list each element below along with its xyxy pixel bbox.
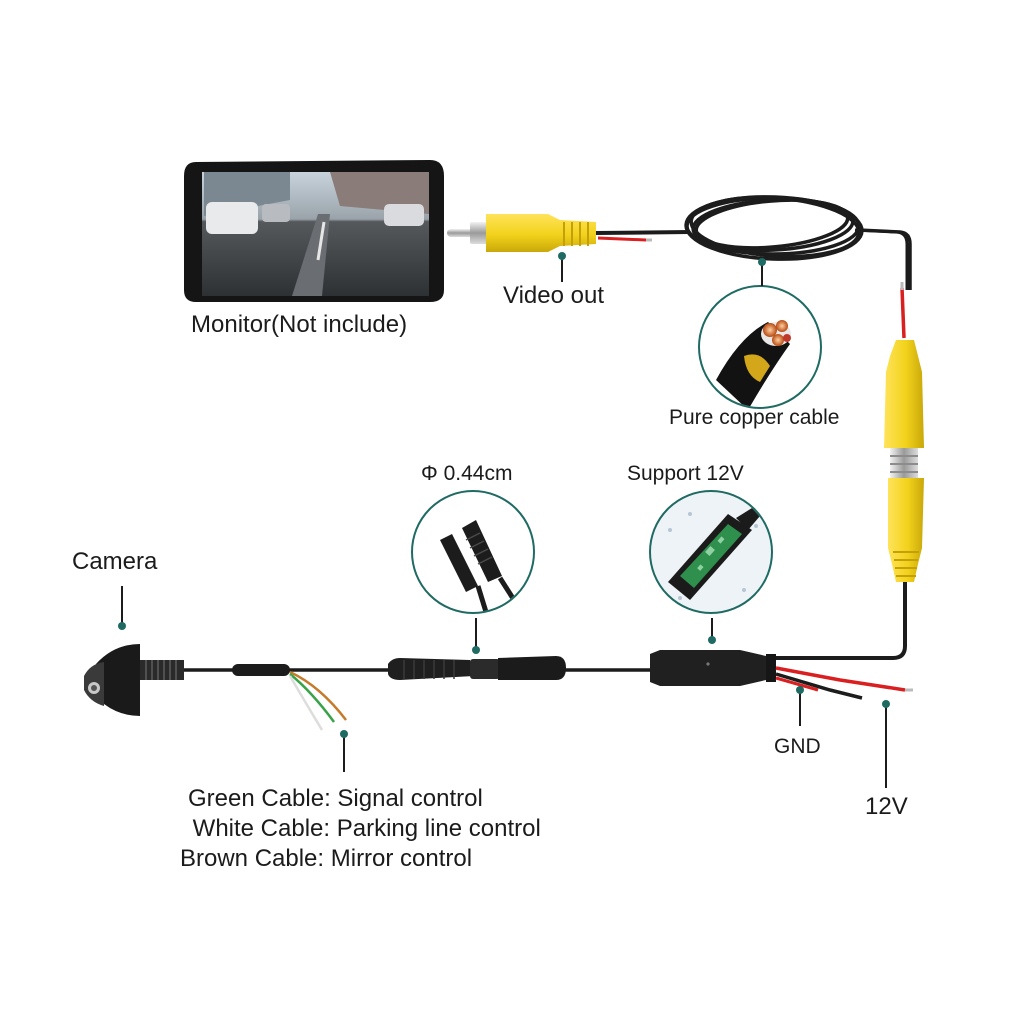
pure-copper-label: Pure copper cable <box>669 406 840 429</box>
aviation-connector <box>388 656 566 680</box>
rca-video-connector <box>447 214 691 252</box>
gnd-label: GND <box>774 735 821 758</box>
trunk-cable <box>776 582 907 660</box>
camera-image <box>84 644 184 716</box>
camera-label: Camera <box>72 548 158 575</box>
control-wires <box>232 664 347 731</box>
coiled-cable <box>684 195 912 290</box>
video-out-label: Video out <box>503 282 604 309</box>
connector-callout <box>411 490 535 614</box>
cable-note-white: White Cable: Parking line control <box>186 815 541 842</box>
power-box-callout <box>649 490 773 614</box>
cable-note-brown: Brown Cable: Mirror control <box>180 845 473 872</box>
12v-label: 12V <box>865 793 908 820</box>
monitor-image <box>184 160 444 302</box>
copper-cable-callout <box>698 285 822 409</box>
cable-note-green: Green Cable: Signal control <box>188 785 483 812</box>
monitor-label: Monitor(Not include) <box>191 311 408 338</box>
rca-coupler <box>884 340 924 582</box>
red-wire-top <box>900 287 906 339</box>
support-12v-label: Support 12V <box>627 462 744 485</box>
leader-lines <box>118 252 890 788</box>
diameter-label: Φ 0.44cm <box>421 462 513 485</box>
